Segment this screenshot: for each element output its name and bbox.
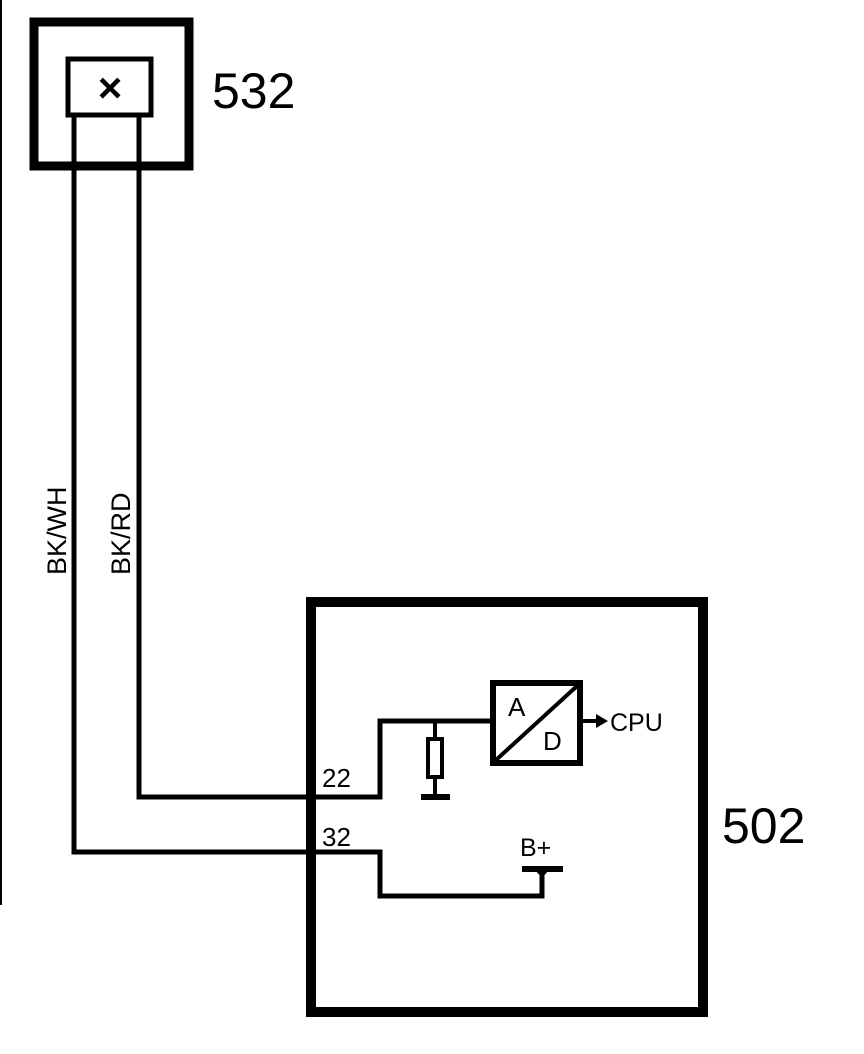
internal-trace-pin-32 bbox=[311, 849, 545, 899]
wire-bk-rd-label: BK/RD bbox=[106, 492, 136, 575]
supply-tab-icon bbox=[535, 870, 549, 878]
adc-diagonal bbox=[494, 684, 579, 762]
wire-bk-wh bbox=[71, 115, 311, 855]
pin-22-label: 22 bbox=[322, 763, 351, 793]
sensor-532-label: 532 bbox=[212, 63, 295, 119]
adc-input-label: A bbox=[508, 692, 526, 722]
cpu-label: CPU bbox=[610, 709, 663, 737]
sensor-x-symbol: × bbox=[98, 64, 123, 111]
supply-label: B+ bbox=[520, 834, 551, 862]
wire-bk-wh-label: BK/WH bbox=[42, 486, 72, 575]
resistor-body bbox=[426, 737, 444, 779]
module-502-label: 502 bbox=[722, 798, 805, 854]
pin-32-label: 32 bbox=[322, 822, 351, 852]
sensor-532-housing bbox=[29, 17, 194, 171]
cpu-arrow-head-icon bbox=[596, 714, 608, 728]
module-502-box bbox=[306, 597, 708, 1017]
wire-bk-rd bbox=[136, 115, 311, 800]
sensor-532-element bbox=[65, 56, 154, 118]
adc-output-label: D bbox=[543, 726, 562, 756]
